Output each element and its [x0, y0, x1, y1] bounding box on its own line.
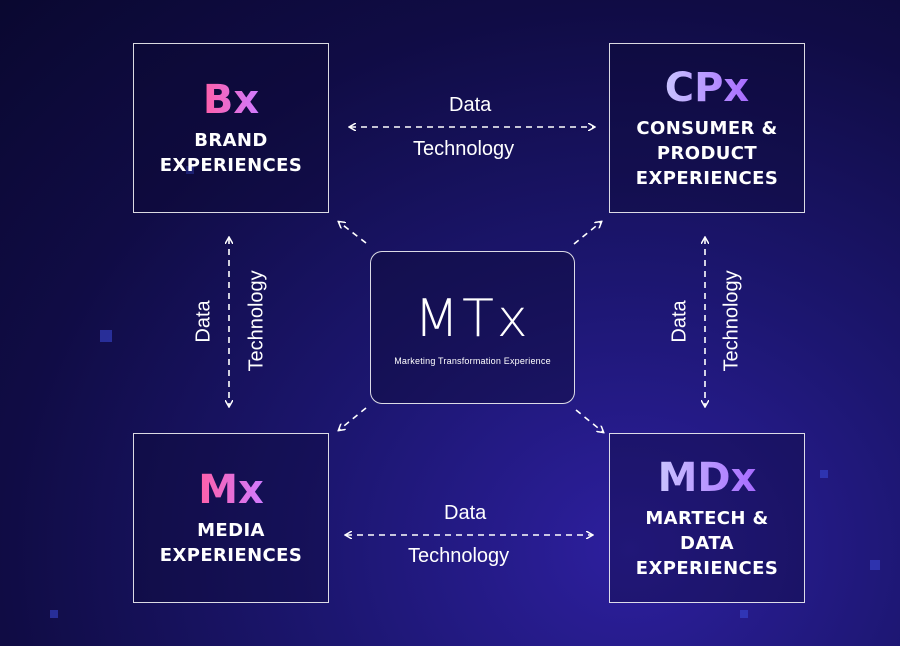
center-subtitle: Marketing Transformation Experience — [394, 355, 551, 366]
background-pixel — [870, 560, 880, 570]
connector-bottom-technology: Technology — [408, 545, 510, 567]
connector-top-data: Data — [449, 94, 492, 116]
background-pixel — [820, 470, 828, 478]
box-code: MDx — [657, 454, 757, 501]
box-label: MEDIA EXPERIENCES — [159, 520, 303, 566]
arrow-diag-tl — [339, 222, 367, 244]
arrow-diag-br — [575, 409, 603, 432]
box-media-experiences: Mx MEDIA EXPERIENCES — [133, 433, 329, 603]
connector-right-data: Data — [668, 300, 691, 343]
center-mtx-box: MTx Marketing Transformation Experience — [370, 251, 575, 404]
connector-bottom-data: Data — [444, 502, 487, 524]
box-label: CONSUMER & PRODUCT EXPERIENCES — [635, 117, 779, 189]
box-label: MARTECH & DATA EXPERIENCES — [635, 507, 779, 579]
box-code: CPx — [664, 64, 750, 111]
background-pixel — [740, 610, 748, 618]
box-martech-data-experiences: MDx MARTECH & DATA EXPERIENCES — [609, 433, 805, 603]
background-pixel — [186, 166, 194, 174]
box-code: Bx — [202, 77, 260, 123]
box-consumer-product-experiences: CPx CONSUMER & PRODUCT EXPERIENCES — [609, 43, 805, 213]
box-code: Mx — [198, 467, 264, 513]
background-pixel — [100, 330, 112, 342]
connector-left-data: Data — [192, 300, 215, 343]
box-brand-experiences: Bx BRAND EXPERIENCES — [133, 43, 329, 213]
arrow-diag-tr — [573, 222, 601, 245]
background-pixel — [50, 610, 58, 618]
connector-top-technology: Technology — [413, 138, 515, 160]
connector-left-technology: Technology — [245, 270, 268, 372]
center-title: MTx — [414, 288, 531, 349]
box-label: BRAND EXPERIENCES — [159, 130, 303, 176]
connector-right-technology: Technology — [720, 270, 743, 372]
arrow-diag-bl — [339, 407, 367, 430]
